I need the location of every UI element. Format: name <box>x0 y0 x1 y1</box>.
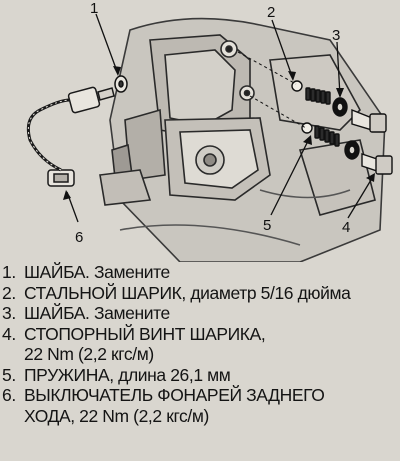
legend-text: СТАЛЬНОЙ ШАРИК, диаметр 5/16 дюйма <box>24 282 351 303</box>
transmission-housing <box>99 17 386 262</box>
legend-item: 6. ВЫКЛЮЧАТЕЛЬ ФОНАРЕЙ ЗАДНЕГО <box>2 385 398 406</box>
legend-number: 5. <box>2 364 16 385</box>
legend-text: ШАЙБА. Замените <box>24 262 170 282</box>
callout-6: 6 <box>75 229 83 246</box>
legend-text: ХОДА, 22 Nm (2,2 кгс/м) <box>24 405 209 426</box>
legend-item: 2. СТАЛЬНОЙ ШАРИК, диаметр 5/16 дюйма <box>2 283 398 304</box>
legend-text: ШАЙБА. Замените <box>24 303 170 323</box>
legend-item: 1. ШАЙБА. Замените <box>2 262 398 283</box>
exploded-diagram: 1 2 3 5 4 6 <box>26 0 393 262</box>
callout-2: 2 <box>267 4 275 21</box>
parts-legend: 1. ШАЙБА. Замените 2. СТАЛЬНОЙ ШАРИК, диам… <box>2 262 398 426</box>
legend-number: 3. <box>2 303 16 323</box>
legend-number: 1. <box>2 262 16 282</box>
assembly-lines <box>237 51 307 129</box>
legend-item-continuation: ХОДА, 22 Nm (2,2 кгс/м) <box>2 406 398 427</box>
callout-5: 5 <box>263 217 271 234</box>
legend-number: 4. <box>2 323 16 344</box>
callout-3: 3 <box>332 27 340 44</box>
legend-text: 22 Nm (2,2 кгс/м) <box>24 344 154 364</box>
legend-item: 3. ШАЙБА. Замените <box>2 303 398 324</box>
backup-light-switch <box>26 86 115 187</box>
leader-arrowheads <box>63 66 375 200</box>
callout-1: 1 <box>90 0 98 17</box>
callout-4: 4 <box>342 219 350 236</box>
legend-item-continuation: 22 Nm (2,2 кгс/м) <box>2 344 398 365</box>
legend-text: СТОПОРНЫЙ ВИНТ ШАРИКА, <box>24 323 266 344</box>
legend-item: 5. ПРУЖИНА, длина 26,1 мм <box>2 365 398 386</box>
legend-text: ПРУЖИНА, длина 26,1 мм <box>24 364 231 385</box>
legend-text: ВЫКЛЮЧАТЕЛЬ ФОНАРЕЙ ЗАДНЕГО <box>24 385 325 405</box>
legend-number: 2. <box>2 282 16 303</box>
washer-part-1 <box>114 75 128 93</box>
ball-spring-bolt-upper <box>291 80 387 133</box>
legend-number: 6. <box>2 385 16 405</box>
ball-spring-bolt-lower <box>301 122 393 175</box>
leader-lines <box>66 13 375 223</box>
legend-item: 4. СТОПОРНЫЙ ВИНТ ШАРИКА, <box>2 324 398 345</box>
